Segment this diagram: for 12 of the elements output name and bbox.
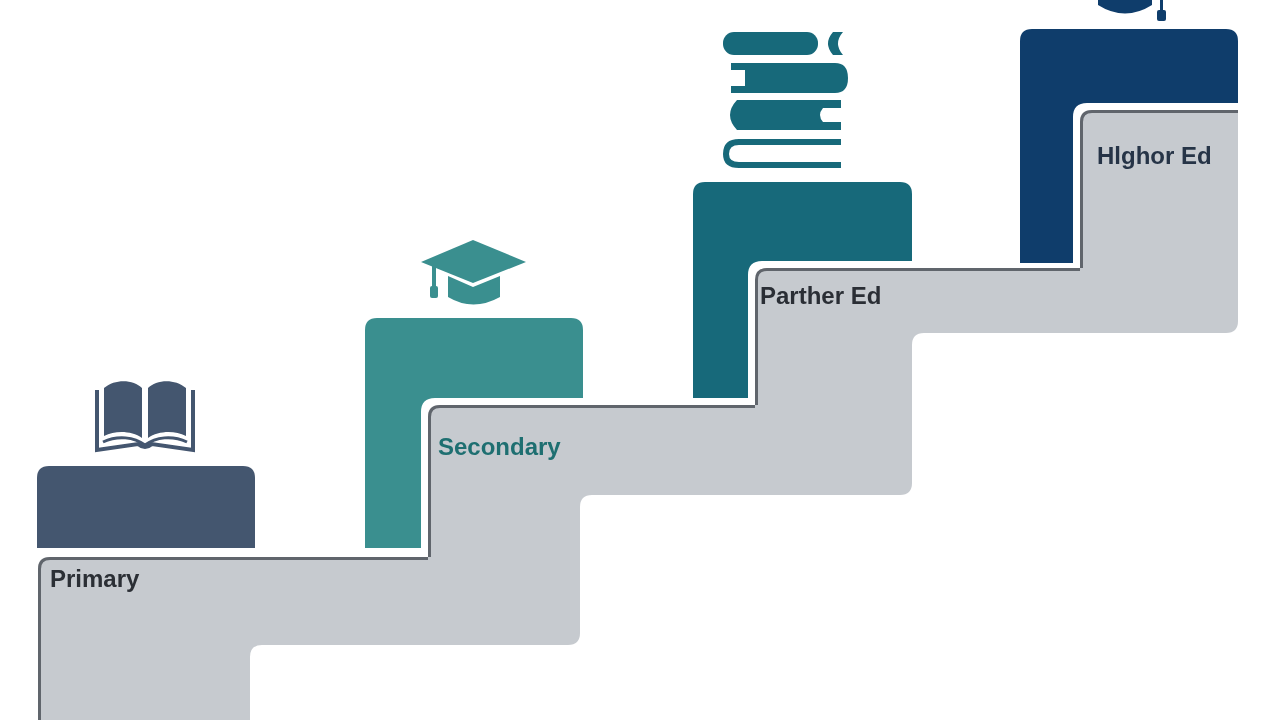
podium-block bbox=[365, 318, 583, 548]
stair-step bbox=[428, 405, 755, 645]
podium-block bbox=[1020, 29, 1238, 263]
stair-step bbox=[755, 268, 1080, 495]
podium-block bbox=[693, 182, 912, 398]
podium-block bbox=[37, 466, 255, 548]
step-label: Primary bbox=[50, 565, 140, 593]
stair-step bbox=[1080, 110, 1238, 333]
step-label: Hlghor Ed bbox=[1097, 142, 1212, 170]
stair-step bbox=[38, 557, 428, 720]
step-label: Parther Ed bbox=[760, 282, 882, 310]
step-label: Secondary bbox=[438, 433, 561, 461]
